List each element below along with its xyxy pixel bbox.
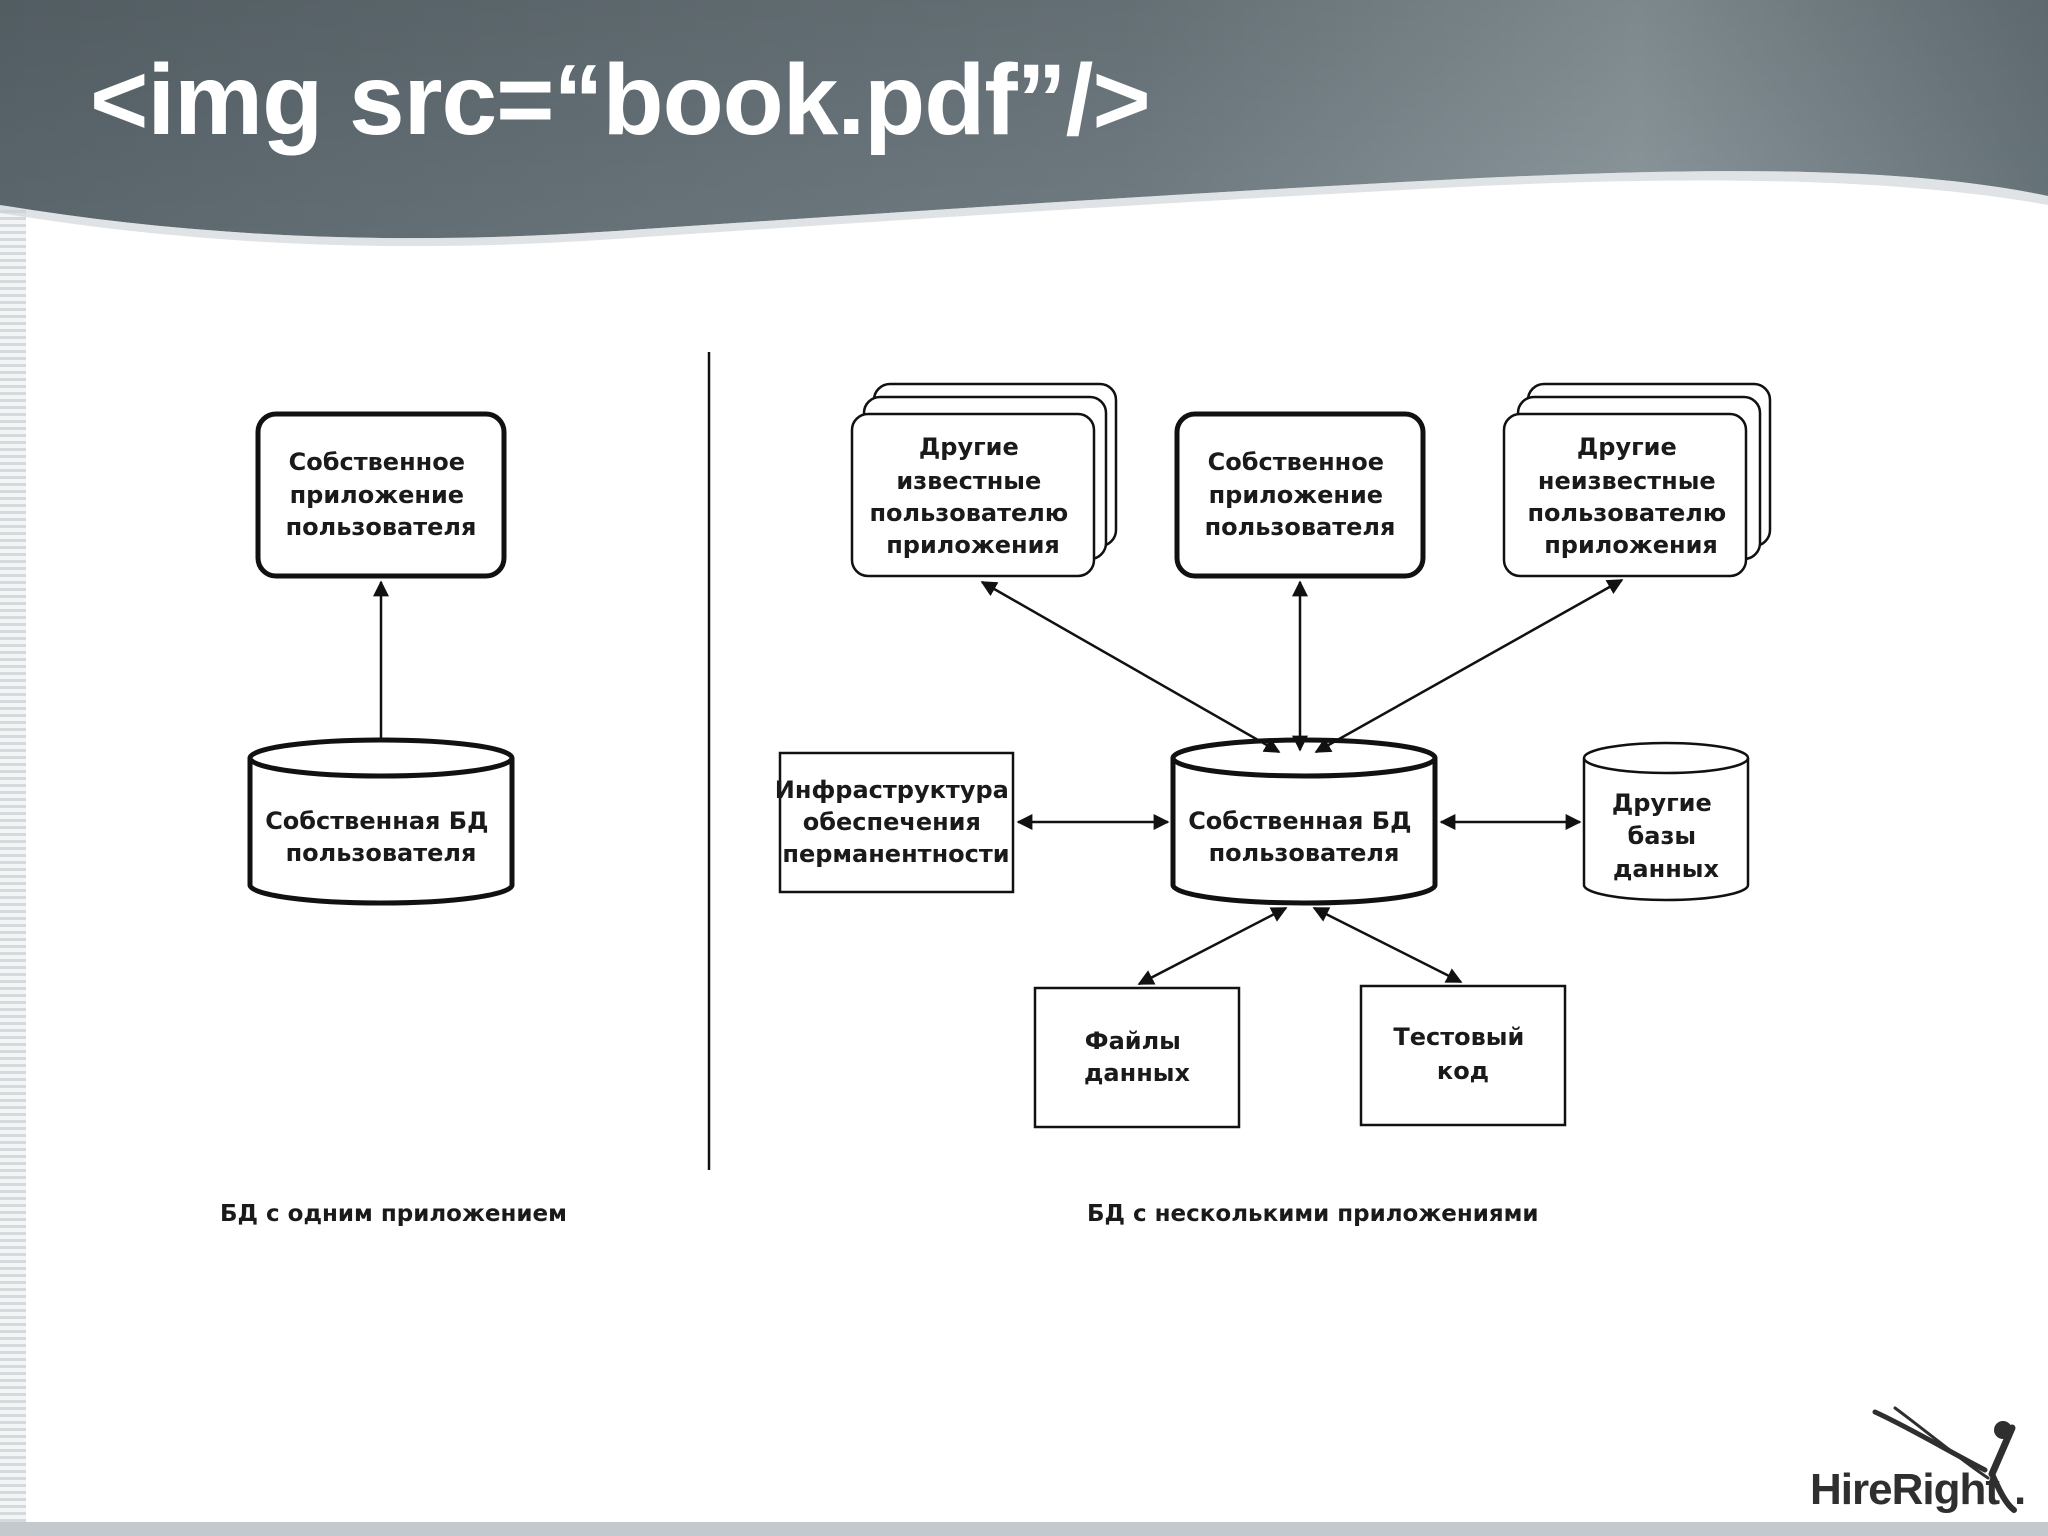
right-caption: БД с несколькими приложениями: [1087, 1201, 1539, 1227]
test-code-line: Тестовый: [1393, 1023, 1524, 1051]
infrastructure-line: обеспечения: [803, 808, 981, 836]
header-edge: [0, 171, 2048, 247]
header-shade: [0, 0, 2048, 239]
left-app-label: Собственное приложение пользователя: [286, 448, 477, 541]
unknown-apps-line: пользователю: [1527, 499, 1726, 527]
right-own-app-label: Собственное приложение пользователя: [1205, 448, 1396, 541]
unknown-apps-stack: [1502, 382, 1772, 578]
infrastructure-box: [778, 751, 1015, 894]
logo-mark: .: [2014, 1465, 2025, 1514]
known-apps-line: приложения: [886, 531, 1060, 559]
data-files-label: Файлы данных: [1084, 1027, 1190, 1087]
left-caption: БД с одним приложением: [220, 1201, 567, 1227]
slide-title: <img src=“book.pdf”/>: [90, 44, 1151, 156]
right-own-app-line: Собственное: [1208, 448, 1384, 476]
hireright-logo: HireRight .: [1810, 1406, 2026, 1514]
left-db-line: Собственная БД: [265, 807, 488, 835]
left-app-line: приложение: [290, 481, 464, 509]
test-code-line: код: [1437, 1057, 1489, 1085]
left-diagram: Собственное приложение пользователя Собс…: [220, 411, 567, 1227]
right-own-app-box: [1174, 411, 1426, 579]
unknown-apps-line: неизвестные: [1538, 467, 1716, 495]
db-data-files-arrow: [1137, 906, 1288, 986]
known-apps-db-arrow: [980, 580, 1281, 754]
other-db-cylinder: [1582, 741, 1750, 902]
unknown-apps-label: Другие неизвестные пользователю приложен…: [1527, 433, 1734, 559]
known-apps-label: Другие известные пользователю приложения: [869, 433, 1076, 559]
footer-strip: [0, 1522, 2048, 1536]
other-db-line: данных: [1613, 855, 1719, 883]
central-db-line: пользователя: [1209, 839, 1400, 867]
infrastructure-line: Инфраструктура: [775, 776, 1009, 804]
right-own-app-line: приложение: [1209, 481, 1383, 509]
central-db-label: Собственная БД пользователя: [1188, 807, 1420, 867]
db-test-code-arrow: [1312, 906, 1463, 984]
known-apps-line: известные: [896, 467, 1041, 495]
infrastructure-label: Инфраструктура обеспечения перманентност…: [775, 776, 1017, 868]
unknown-apps-line: Другие: [1577, 433, 1677, 461]
unknown-apps-line: приложения: [1544, 531, 1718, 559]
known-apps-line: пользователю: [869, 499, 1068, 527]
left-db-line: пользователя: [286, 839, 477, 867]
unknown-apps-db-arrow: [1314, 578, 1624, 754]
right-own-app-line: пользователя: [1205, 513, 1396, 541]
known-apps-line: Другие: [919, 433, 1019, 461]
left-stripe: [0, 0, 26, 1536]
other-db-line: базы: [1628, 822, 1697, 850]
left-app-box: [255, 411, 507, 579]
right-diagram: Другие известные пользователю приложения…: [775, 382, 1772, 1227]
data-files-box: [1033, 986, 1241, 1129]
data-files-line: Файлы: [1085, 1027, 1181, 1055]
left-app-line: Собственное: [289, 448, 465, 476]
known-apps-stack: [850, 382, 1118, 578]
infrastructure-line: перманентности: [782, 840, 1009, 868]
central-db-line: Собственная БД: [1188, 807, 1411, 835]
data-files-line: данных: [1084, 1059, 1190, 1087]
test-code-box: [1359, 984, 1567, 1127]
left-db-cylinder: [247, 737, 515, 906]
other-db-label: Другие базы данных: [1612, 789, 1720, 883]
left-db-label: Собственная БД пользователя: [265, 807, 497, 867]
runner-mark-icon: [1872, 1406, 2017, 1513]
logo-text: HireRight: [1810, 1465, 2000, 1514]
test-code-label: Тестовый код: [1393, 1023, 1532, 1085]
other-db-line: Другие: [1612, 789, 1712, 817]
left-app-line: пользователя: [286, 513, 477, 541]
